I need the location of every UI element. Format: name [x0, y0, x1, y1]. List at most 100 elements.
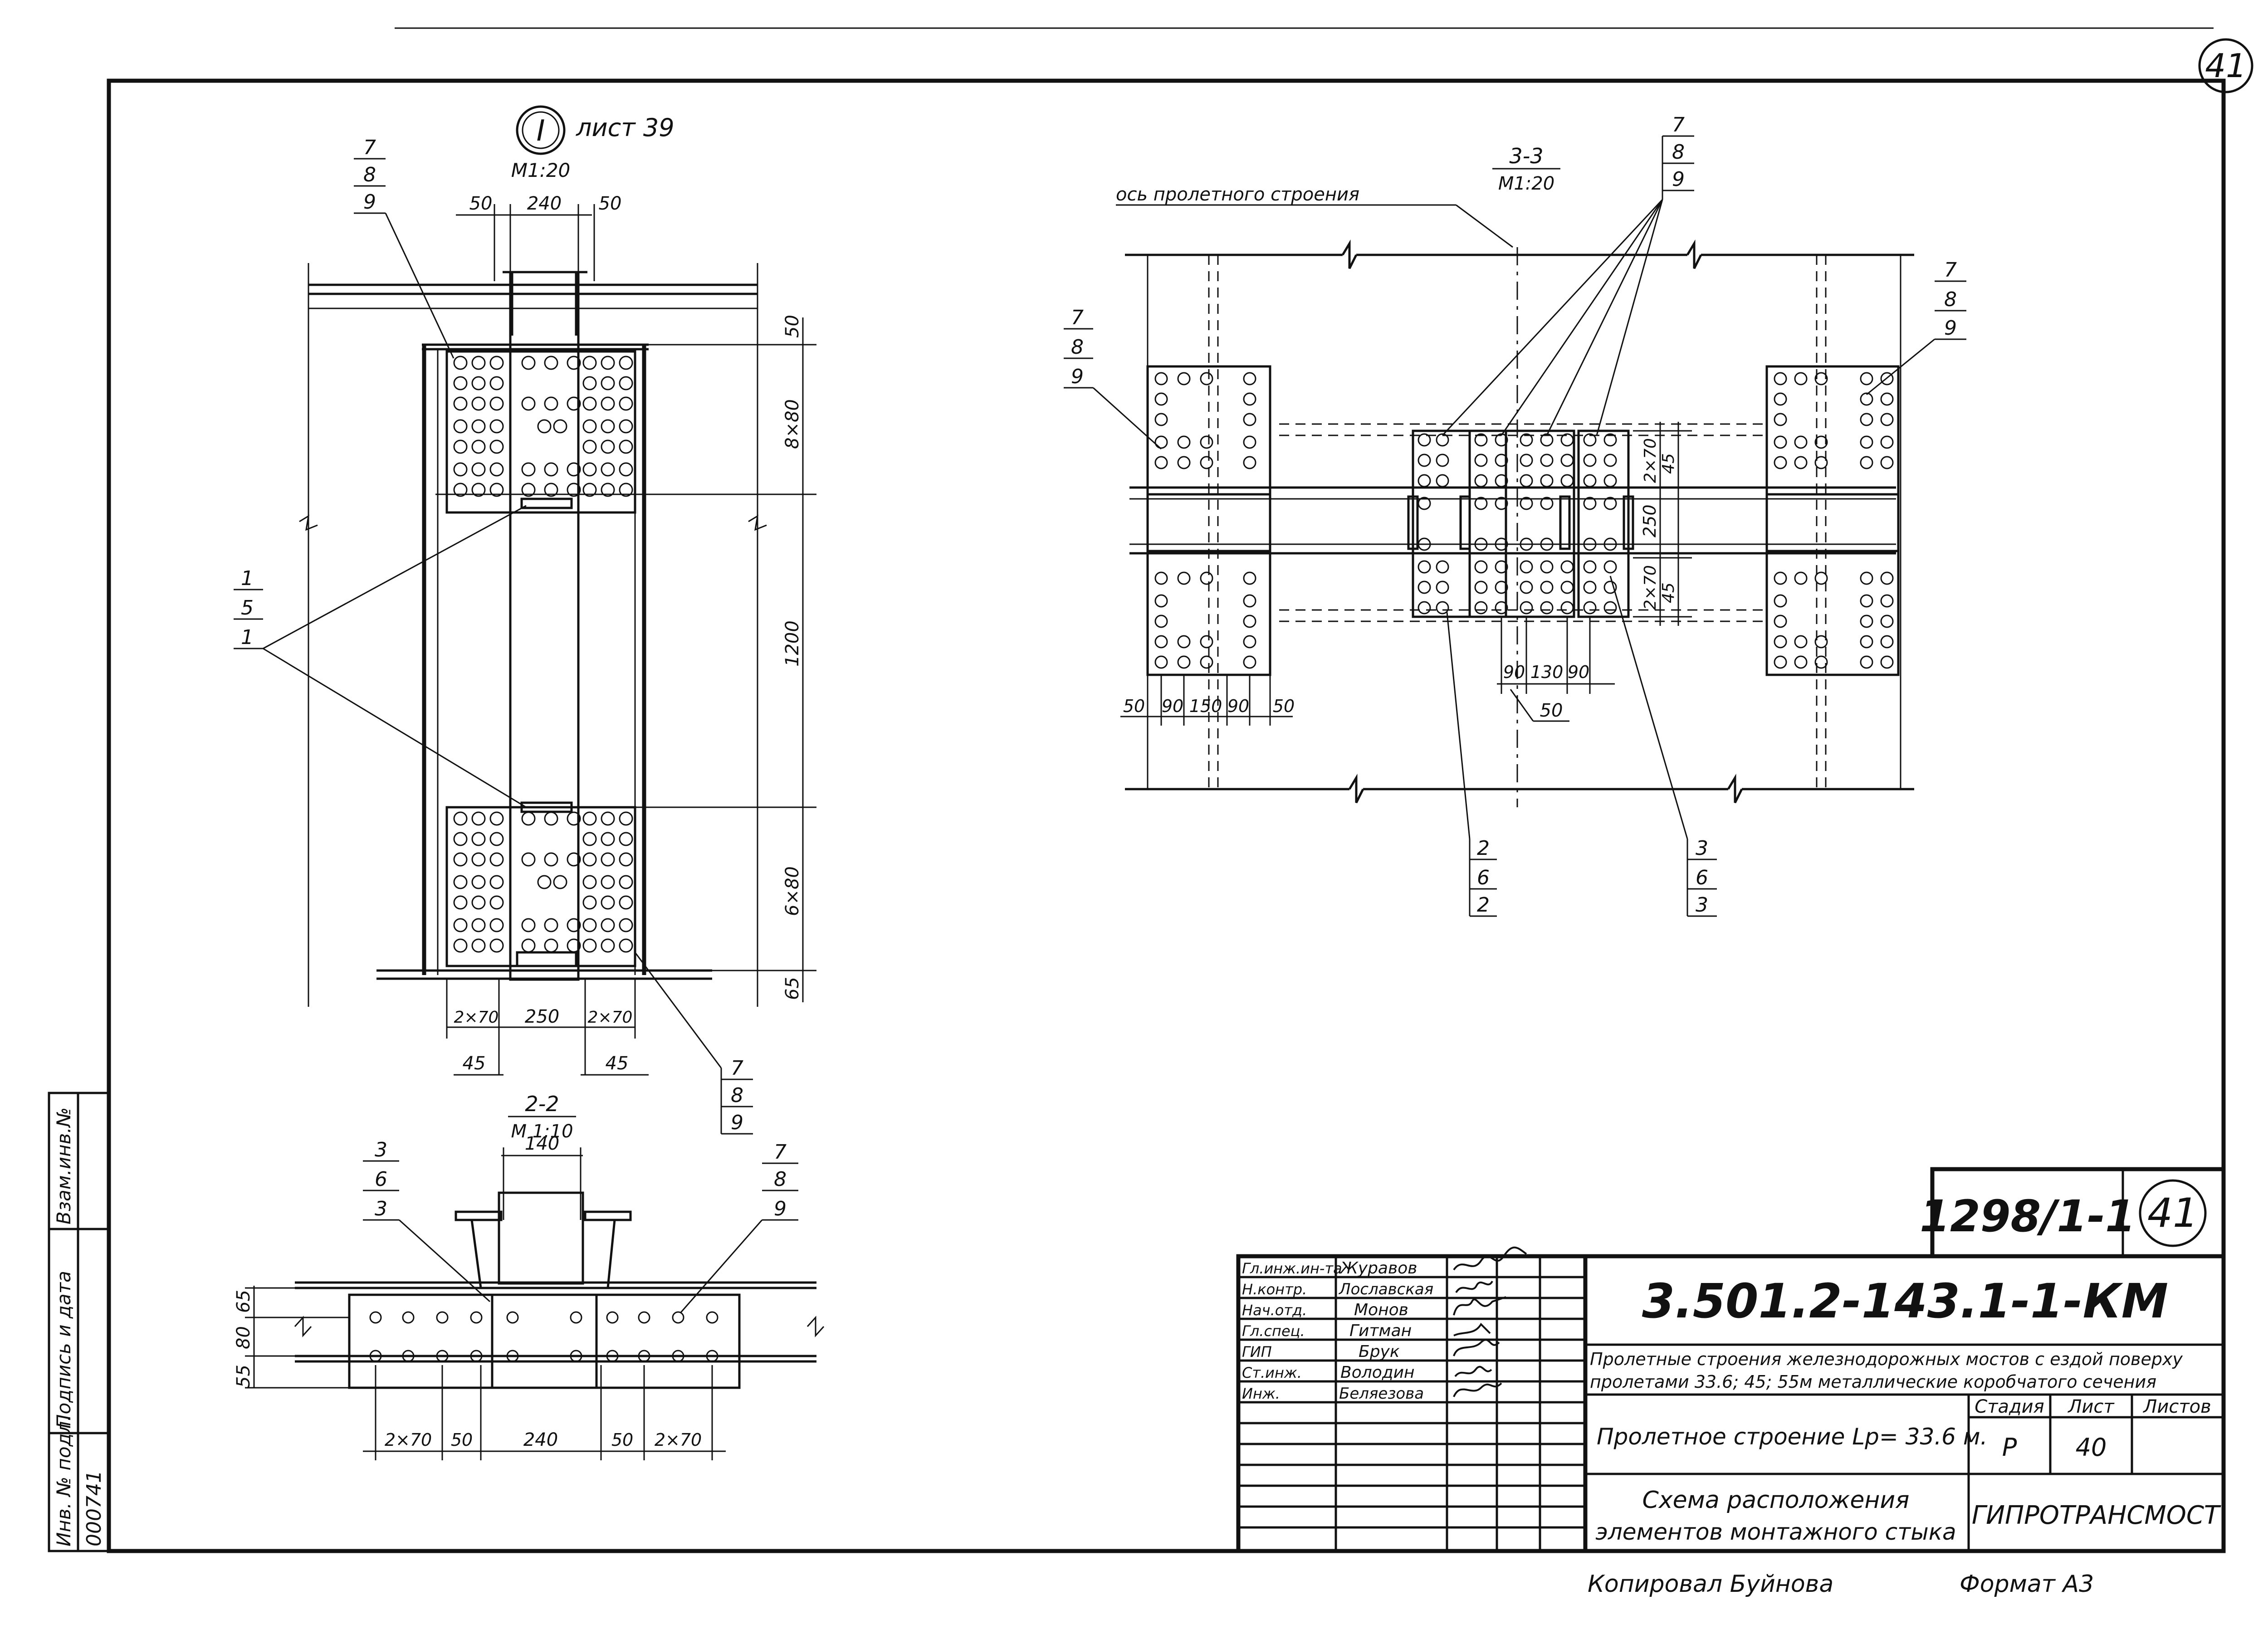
- section-2-2-title: 2-2: [525, 1092, 559, 1116]
- view-dim-right-2: 8×80: [782, 399, 803, 449]
- section-2-2-dim-left-2: 80: [233, 1326, 254, 1349]
- callout-3-3-right-2: 8: [1944, 288, 1957, 311]
- margin-inventory-value: 000741: [83, 1470, 106, 1546]
- signatory-name-4: Гитман: [1349, 1322, 1412, 1340]
- section-2-2-scale: М 1:10: [511, 1121, 573, 1142]
- description-line-2: пролетами 33.6; 45; 55м металлические ко…: [1590, 1372, 2156, 1392]
- view-dim-right-3: 1200: [782, 620, 803, 667]
- view-dim-bottom-3: 2×70: [588, 1008, 633, 1027]
- callout-3-3-bottom-right-1: 3: [1696, 837, 1708, 860]
- section-2-2-dim-bottom-3: 240: [523, 1429, 558, 1450]
- signatory-role-4: Гл.спец.: [1242, 1322, 1305, 1340]
- signatory-name-7: Беляезова: [1339, 1385, 1424, 1403]
- section-3-3-dim-right-3: 250: [1640, 504, 1660, 537]
- callout-view-bottom-2: 8: [731, 1084, 743, 1107]
- stage-value: Р: [2002, 1433, 2017, 1462]
- callout-3-3-bottom-left-2: 6: [1477, 866, 1490, 889]
- signatory-role-6: Ст.инж.: [1242, 1364, 1302, 1381]
- signatory-role-2: Н.контр.: [1242, 1281, 1307, 1298]
- callout-2-2-left-2: 6: [375, 1168, 387, 1191]
- bolt-group-upper: [453, 356, 633, 497]
- section-2-2-dim-bottom-4: 50: [611, 1430, 633, 1450]
- section-3-3-dim-bottom-5: 50: [1273, 696, 1295, 716]
- callout-3-3-right: 7 8 9: [1866, 259, 1966, 395]
- callout-view-top: 7 8 9: [354, 136, 455, 359]
- view-scale: М1:20: [511, 159, 571, 181]
- view-dim-bottom-4: 45: [463, 1053, 486, 1074]
- corner-sheet-number: 41: [2205, 47, 2247, 85]
- callout-2-2-right-3: 9: [774, 1197, 787, 1220]
- section-2-2-dim-bottom-5: 2×70: [655, 1430, 702, 1450]
- view-marker-circle: [516, 105, 566, 155]
- paper-format: Формат А3: [1960, 1571, 2094, 1598]
- section-3-3-dim-bottom-4: 90: [1227, 696, 1249, 716]
- signatory-role-5: ГИП: [1242, 1343, 1272, 1361]
- sheet-title-line-2: элементов монтажного стыка: [1595, 1519, 1956, 1545]
- section-3-3-axis-label: ось пролетного строения: [1116, 184, 1359, 205]
- callout-3-3-left: 7 8 9: [1064, 306, 1162, 450]
- callout-3-3-top-1: 7: [1672, 113, 1685, 137]
- bolt-group-2-2: [369, 1311, 719, 1362]
- stamp-number: 41: [2147, 1190, 2198, 1236]
- margin-label-signature: Подпись и дата: [53, 1271, 75, 1429]
- bolt-group-3-3-left: [1154, 372, 1256, 669]
- view-I: I лист 39 М1:20 50 240 50: [234, 105, 816, 1135]
- callout-3-3-left-1: 7: [1071, 306, 1084, 329]
- section-3-3-dim-right-5: 45: [1659, 582, 1678, 603]
- margin-label-inventory: Инв. № подл.: [53, 1415, 75, 1546]
- callout-view-left: 1 5 1: [234, 505, 527, 808]
- callout-view-bottom-3: 9: [731, 1111, 743, 1134]
- callout-view-top-3: 9: [363, 190, 376, 214]
- stage-label: Стадия: [1975, 1396, 2044, 1417]
- callout-3-3-bottom-right: 3 6 3: [1609, 576, 1717, 917]
- description-line-1: Пролетные строения железнодорожных мосто…: [1590, 1349, 2183, 1369]
- signature-marks: [1453, 1246, 1527, 1397]
- callout-3-3-top-3: 9: [1672, 168, 1685, 191]
- section-3-3-dim-right-2: 45: [1659, 453, 1678, 474]
- sheets-label: Листов: [2142, 1396, 2211, 1417]
- sheet-value: 40: [2076, 1433, 2107, 1462]
- section-2-2-dim-bottom-2: 50: [451, 1430, 473, 1450]
- callout-2-2-left-3: 3: [375, 1197, 387, 1220]
- view-dim-bottom-1: 2×70: [454, 1008, 499, 1027]
- view-dim-bottom-5: 45: [606, 1053, 629, 1074]
- copied-by: Копировал Буйнова: [1588, 1571, 1833, 1598]
- callout-view-left-3: 1: [241, 626, 254, 649]
- section-3-3-dim-bottom-2: 90: [1162, 696, 1183, 716]
- signatory-role-1: Гл.инж.ин-та: [1242, 1260, 1342, 1277]
- corner-sheet-circle: [2198, 38, 2253, 93]
- section-3-3-dim-right-4: 2×70: [1641, 565, 1660, 610]
- callout-3-3-top-2: 8: [1672, 141, 1685, 164]
- section-3-3-title: 3-3: [1509, 144, 1543, 168]
- stamp-code: 1298/1-1: [1920, 1191, 2136, 1242]
- signatory-name-1: Журавов: [1339, 1259, 1417, 1278]
- section-3-3-scale: М1:20: [1498, 173, 1554, 194]
- callout-view-bottom: 7 8 9: [634, 952, 753, 1135]
- callout-3-3-top: 7 8 9: [1442, 113, 1694, 436]
- callout-view-left-1: 1: [241, 567, 254, 590]
- left-margin-stamp: Взам.инв.№ Подпись и дата Инв. № подл. 0…: [48, 1092, 110, 1552]
- section-3-3-dim-right-1: 2×70: [1641, 438, 1660, 483]
- callout-3-3-bottom-right-2: 6: [1696, 866, 1708, 889]
- section-2-2: 2-2 М 1:10 140 55 80: [233, 1092, 825, 1460]
- section-2-2-dim-left-1: 55: [233, 1365, 254, 1388]
- view-sheet-ref: лист 39: [576, 113, 675, 142]
- view-dim-bottom-2: 250: [525, 1006, 559, 1027]
- callout-view-left-2: 5: [241, 596, 254, 620]
- object-name: Пролетное строение Lр= 33.6 м.: [1597, 1424, 1987, 1450]
- section-2-2-dim-left-3: 65: [233, 1290, 254, 1313]
- signatory-role-7: Инж.: [1242, 1385, 1280, 1402]
- callout-3-3-bottom-left-3: 2: [1477, 893, 1490, 917]
- callout-2-2-left: 3 6 3: [363, 1138, 491, 1302]
- designation: 3.501.2-143.1-1-КМ: [1642, 1273, 2168, 1329]
- callout-view-top-1: 7: [363, 136, 376, 159]
- bolt-group-3-3-centre: [1418, 433, 1617, 615]
- stamp-box: 1298/1-1 41: [1920, 1167, 2226, 1259]
- view-dim-top-2: 240: [527, 193, 562, 214]
- title-block: Гл.инж.ин-та Журавов Н.контр. Лославская…: [1236, 1246, 2226, 1553]
- callout-3-3-left-3: 9: [1071, 365, 1084, 388]
- section-3-3-dim-centre-1: 90: [1503, 662, 1525, 682]
- signatory-name-3: Монов: [1354, 1301, 1408, 1319]
- callout-3-3-bottom-right-3: 3: [1696, 893, 1708, 917]
- callout-view-bottom-1: 7: [731, 1057, 743, 1080]
